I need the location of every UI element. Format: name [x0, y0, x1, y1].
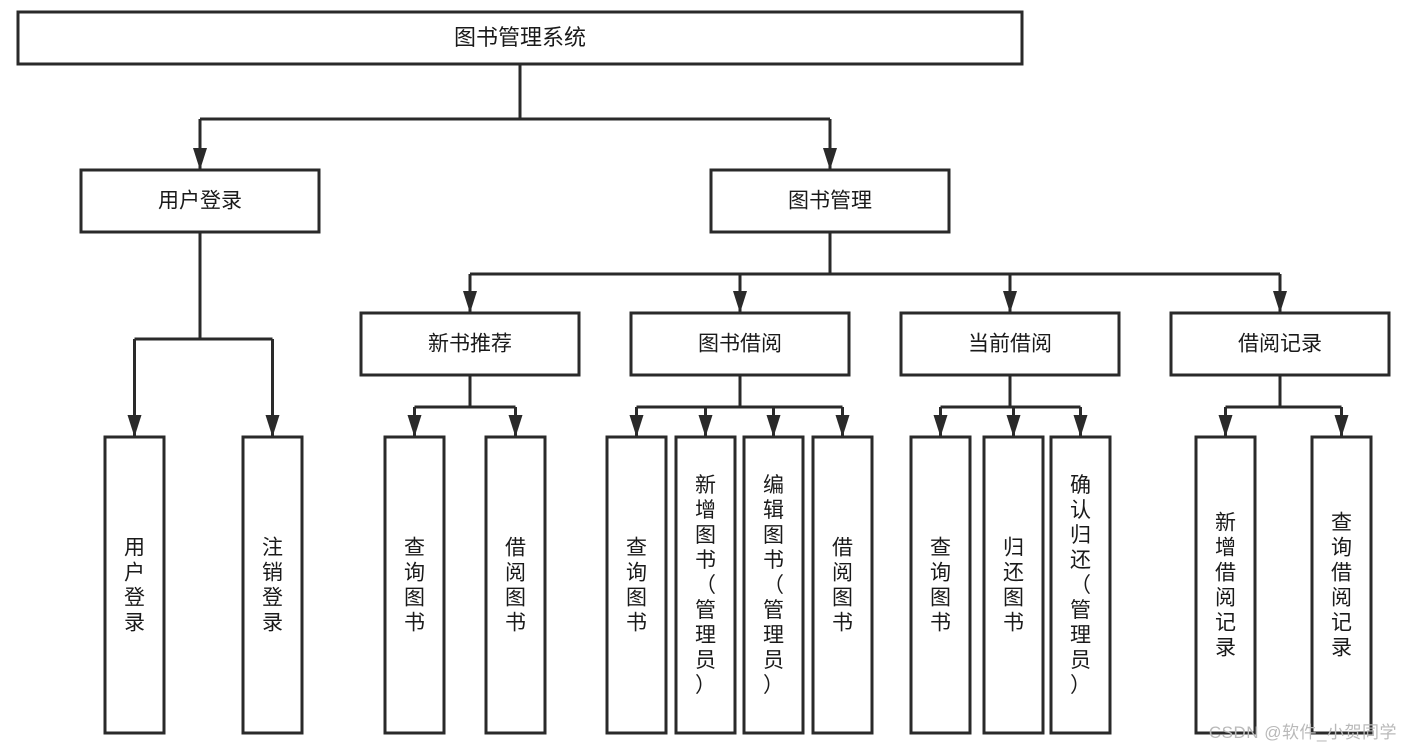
- arrow-head-icon: [766, 415, 781, 437]
- node-box: [629, 311, 851, 377]
- arrow-head-icon: [1334, 415, 1349, 437]
- node-book-borrow[interactable]: 图书借阅: [629, 311, 851, 377]
- watermark-text: CSDN @软件_小贺同学: [1208, 723, 1397, 742]
- node-box: [605, 435, 668, 735]
- node-box: [811, 435, 874, 735]
- arrow-head-icon: [193, 148, 207, 170]
- node-book-manage[interactable]: 图书管理: [709, 168, 951, 234]
- node-leaf-return-book[interactable]: 归还图书: [982, 435, 1045, 735]
- arrow-head-icon: [733, 291, 747, 313]
- node-leaf-confirm-return[interactable]: 确认归还（管理员）: [1049, 435, 1112, 735]
- node-box: [359, 311, 581, 377]
- node-label: 查询图书: [930, 537, 951, 635]
- arrow-head-icon: [265, 415, 280, 437]
- arrow-head-icon: [508, 415, 523, 437]
- node-label: 新增图书（管理员）: [695, 474, 716, 697]
- node-leaf-user-login[interactable]: 用户登录: [103, 435, 166, 735]
- arrow-head-icon: [1273, 291, 1287, 313]
- node-label: 查询图书: [626, 537, 647, 635]
- node-label: 新增借阅记录: [1215, 512, 1236, 660]
- node-box: [742, 435, 805, 735]
- arrow-head-icon: [1003, 291, 1017, 313]
- node-box: [79, 168, 321, 234]
- node-label: 归还图书: [1003, 537, 1024, 635]
- arrow-head-icon: [407, 415, 422, 437]
- node-leaf-borrow-book-2[interactable]: 借阅图书: [811, 435, 874, 735]
- edge-group-borrow-record: [1218, 375, 1349, 437]
- node-borrow-record[interactable]: 借阅记录: [1169, 311, 1391, 377]
- node-current-borrow[interactable]: 当前借阅: [899, 311, 1121, 377]
- node-leaf-borrow-book-1[interactable]: 借阅图书: [484, 435, 547, 735]
- node-label: 图书借阅: [698, 333, 782, 356]
- arrow-head-icon: [698, 415, 713, 437]
- node-box: [383, 435, 446, 735]
- arrow-head-icon: [463, 291, 477, 313]
- node-label: 查询借阅记录: [1331, 512, 1352, 660]
- node-leaf-add-record[interactable]: 新增借阅记录: [1194, 435, 1257, 735]
- node-box: [899, 311, 1121, 377]
- edge-group-book-manage: [463, 232, 1287, 313]
- arrow-head-icon: [1218, 415, 1233, 437]
- node-box: [1169, 311, 1391, 377]
- node-new-book-recommend[interactable]: 新书推荐: [359, 311, 581, 377]
- node-label: 确认归还（管理员）: [1070, 474, 1091, 697]
- arrow-head-icon: [1006, 415, 1021, 437]
- node-box: [982, 435, 1045, 735]
- node-box: [1049, 435, 1112, 735]
- arrow-head-icon: [835, 415, 850, 437]
- node-box: [674, 435, 737, 735]
- node-label: 借阅记录: [1238, 333, 1322, 356]
- node-box: [1194, 435, 1257, 735]
- node-leaf-query-record[interactable]: 查询借阅记录: [1310, 435, 1373, 735]
- node-leaf-edit-book[interactable]: 编辑图书（管理员）: [742, 435, 805, 735]
- arrow-head-icon: [823, 148, 837, 170]
- node-leaf-query-book-1[interactable]: 查询图书: [383, 435, 446, 735]
- node-label: 用户登录: [124, 537, 145, 635]
- node-root[interactable]: 图书管理系统: [16, 10, 1024, 66]
- edge-group-root: [193, 64, 837, 170]
- node-label: 编辑图书（管理员）: [763, 474, 784, 697]
- node-leaf-query-book-3[interactable]: 查询图书: [909, 435, 972, 735]
- node-label: 注销登录: [262, 537, 283, 635]
- node-box: [909, 435, 972, 735]
- node-label: 图书管理: [788, 190, 872, 213]
- edge-group-current-borrow: [933, 375, 1088, 437]
- node-box: [103, 435, 166, 735]
- node-leaf-add-book[interactable]: 新增图书（管理员）: [674, 435, 737, 735]
- edge-group-new-book-recommend: [407, 375, 523, 437]
- node-user-login[interactable]: 用户登录: [79, 168, 321, 234]
- node-label: 用户登录: [158, 190, 242, 213]
- node-label: 当前借阅: [968, 333, 1052, 356]
- node-box: [709, 168, 951, 234]
- node-label: 新书推荐: [428, 333, 512, 356]
- node-label: 查询图书: [404, 537, 425, 635]
- edge-group-book-borrow: [629, 375, 850, 437]
- arrow-head-icon: [127, 415, 142, 437]
- node-box: [484, 435, 547, 735]
- arrow-head-icon: [629, 415, 644, 437]
- node-leaf-query-book-2[interactable]: 查询图书: [605, 435, 668, 735]
- node-leaf-logout-login[interactable]: 注销登录: [241, 435, 304, 735]
- node-label: 借阅图书: [505, 537, 526, 635]
- edge-group-user-login: [127, 232, 280, 437]
- node-label: 借阅图书: [832, 537, 853, 635]
- arrow-head-icon: [933, 415, 948, 437]
- node-label: 图书管理系统: [454, 25, 586, 50]
- arrow-head-icon: [1073, 415, 1088, 437]
- edges-layer: [127, 64, 1349, 437]
- node-box: [241, 435, 304, 735]
- node-box: [16, 10, 1024, 66]
- node-box: [1310, 435, 1373, 735]
- nodes-layer: 图书管理系统用户登录图书管理新书推荐图书借阅当前借阅借阅记录用户登录注销登录查询…: [16, 10, 1391, 735]
